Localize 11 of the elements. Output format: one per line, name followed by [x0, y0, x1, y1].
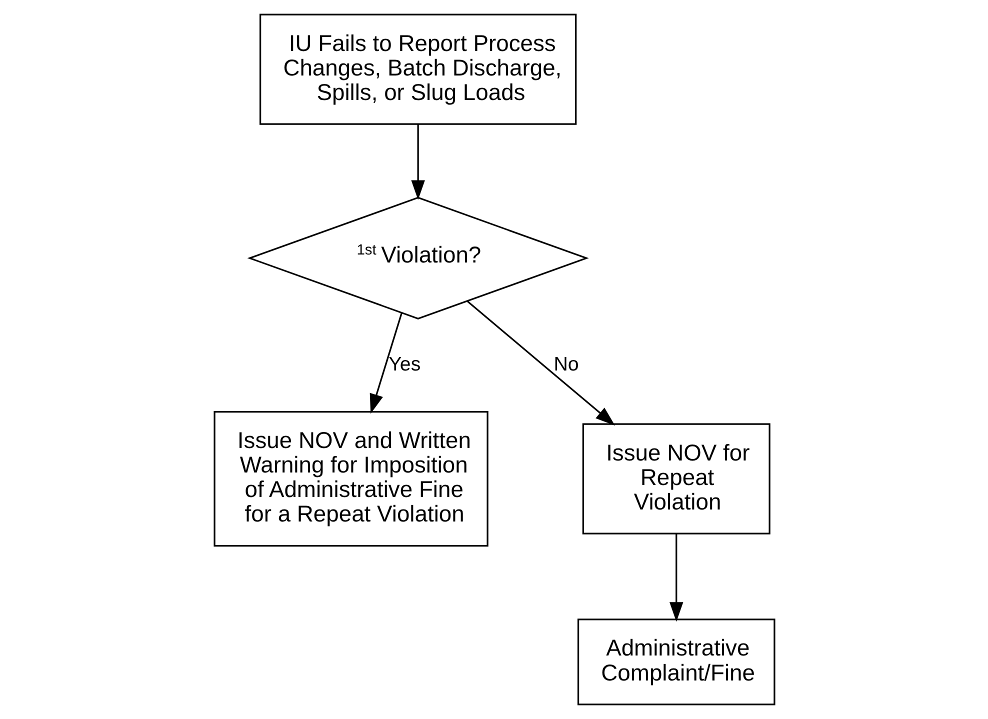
node-box: IU Fails to Report Process Changes, Batch Discharge, Spills, or Slug Loads — [259, 14, 576, 125]
node-diamond: $^{1st}$ Violation? — [246, 196, 588, 320]
node-box: Administrative Complaint/Fine — [576, 618, 775, 706]
edge-label: Yes — [388, 353, 420, 376]
arrow — [369, 312, 402, 414]
edge-label: No — [553, 353, 578, 376]
node-box: Issue NOV for Repeat Violation — [582, 423, 770, 534]
arrow — [466, 300, 615, 426]
node-box: Issue NOV and Written Warning for Imposition of Administrative Fine for a Repeat Violation — [213, 411, 488, 547]
arrow — [410, 124, 424, 200]
arrow — [669, 534, 683, 622]
